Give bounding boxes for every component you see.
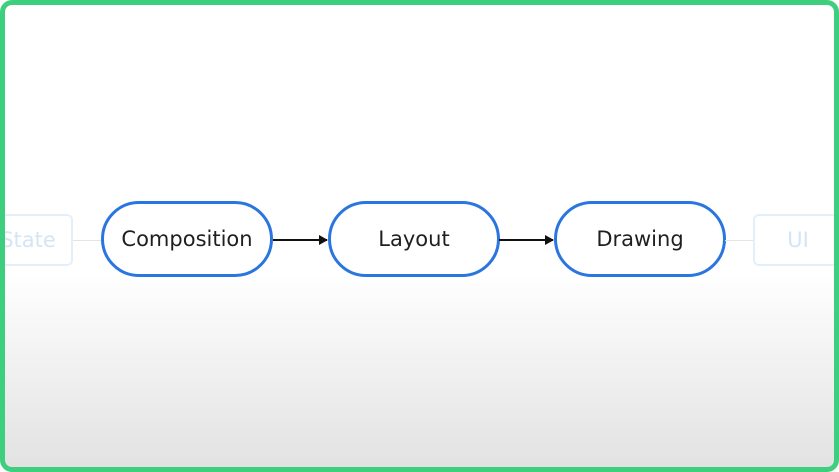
node-state: State — [0, 214, 73, 266]
node-drawing-label: Drawing — [596, 227, 684, 251]
node-state-label: State — [0, 228, 56, 252]
edge-drawing-ui — [725, 240, 755, 241]
node-layout: Layout — [328, 201, 500, 277]
arrow-layout-drawing — [499, 235, 554, 245]
edge-state-composition — [73, 240, 103, 241]
node-layout-label: Layout — [378, 227, 450, 251]
node-composition: Composition — [101, 201, 273, 277]
node-ui-label: UI — [787, 228, 809, 252]
node-drawing: Drawing — [554, 201, 726, 277]
arrow-composition-layout — [273, 235, 328, 245]
node-composition-label: Composition — [121, 227, 253, 251]
node-ui: UI — [753, 214, 834, 266]
